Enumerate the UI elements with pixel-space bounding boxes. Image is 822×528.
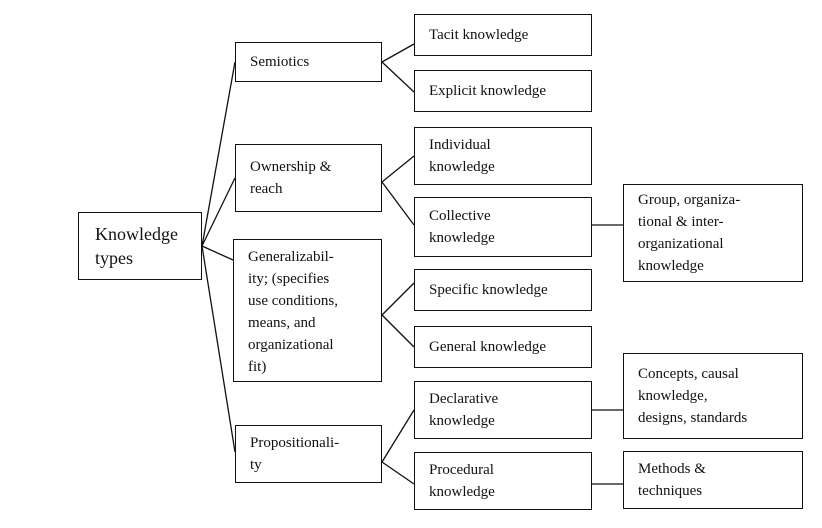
- link-generalizability-general: [381, 314, 415, 348]
- node-label: Propositionali- ty: [250, 435, 340, 473]
- node-label: Generalizabil- ity; (specifies use condi…: [248, 249, 338, 375]
- node-explicit-knowledge: Explicit knowledge: [414, 70, 592, 112]
- node-tacit-knowledge: Tacit knowledge: [414, 14, 592, 56]
- link-propositionality-procedural: [381, 461, 415, 485]
- node-individual-knowledge: Individual knowledge: [414, 127, 592, 185]
- node-label: Ownership & reach: [250, 159, 332, 197]
- link-semiotics-tacit: [381, 43, 415, 63]
- node-label: Explicit knowledge: [429, 83, 547, 99]
- node-ownership-reach: Ownership & reach: [235, 144, 382, 212]
- node-label: Methods & techniques: [638, 461, 706, 499]
- node-concepts-causal: Concepts, causal knowledge, designs, sta…: [623, 353, 803, 439]
- node-general-knowledge: General knowledge: [414, 326, 592, 368]
- link-root-semiotics: [201, 61, 236, 247]
- node-propositionality: Propositionali- ty: [235, 425, 382, 483]
- node-label: Procedural knowledge: [429, 462, 495, 500]
- node-knowledge-types: Knowledge types: [78, 212, 202, 280]
- node-specific-knowledge: Specific knowledge: [414, 269, 592, 311]
- node-label: Individual knowledge: [429, 137, 495, 175]
- node-generalizability: Generalizabil- ity; (specifies use condi…: [233, 239, 382, 382]
- node-collective-knowledge: Collective knowledge: [414, 197, 592, 257]
- node-label: Tacit knowledge: [429, 27, 529, 43]
- link-root-generalizability: [201, 245, 234, 261]
- node-label: Group, organiza- tional & inter- organiz…: [638, 192, 741, 274]
- node-procedural-knowledge: Procedural knowledge: [414, 452, 592, 510]
- node-label: Concepts, causal knowledge, designs, sta…: [638, 366, 748, 426]
- node-label: Collective knowledge: [429, 208, 495, 246]
- node-methods-techniques: Methods & techniques: [623, 451, 803, 509]
- node-label: Specific knowledge: [429, 282, 548, 298]
- link-generalizability-specific: [381, 282, 415, 316]
- node-group-organizational: Group, organiza- tional & inter- organiz…: [623, 184, 803, 282]
- link-ownership-individual: [381, 155, 415, 183]
- node-declarative-knowledge: Declarative knowledge: [414, 381, 592, 439]
- node-label: Semiotics: [250, 54, 310, 70]
- link-ownership-collective: [381, 181, 415, 226]
- link-propositionality-declarative: [381, 409, 415, 463]
- link-root-propositionality: [201, 245, 236, 453]
- link-root-ownership: [201, 177, 236, 247]
- node-label: Knowledge types: [95, 224, 178, 268]
- link-semiotics-explicit: [381, 61, 415, 93]
- node-label: Declarative knowledge: [429, 391, 499, 429]
- node-semiotics: Semiotics: [235, 42, 382, 82]
- node-label: General knowledge: [429, 339, 547, 355]
